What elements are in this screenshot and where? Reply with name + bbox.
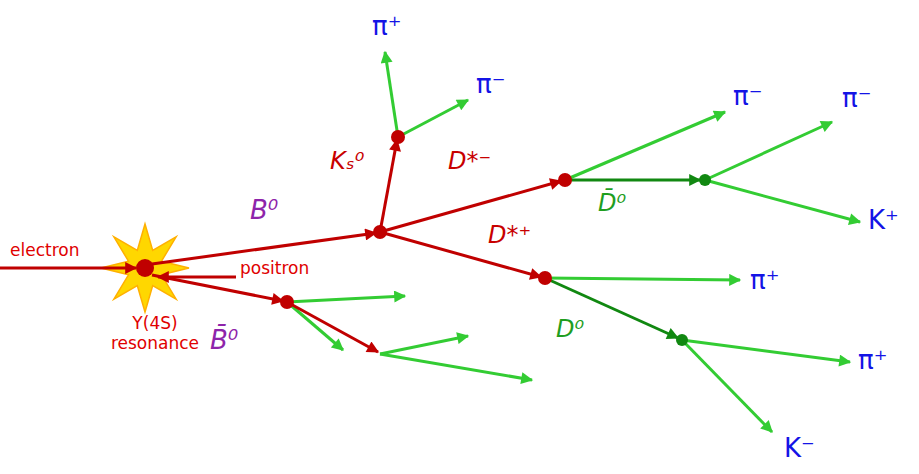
particle-label: B⁰ [250, 196, 278, 226]
pion-track [705, 122, 832, 180]
beam-label: positron [240, 259, 309, 279]
kaon-track [705, 180, 860, 222]
pion-track [545, 278, 740, 280]
particle-label: D̄⁰ [598, 190, 626, 218]
bbar-track [152, 275, 283, 301]
pion-track [287, 302, 343, 350]
collision-point [136, 259, 154, 277]
particle-label: B̄⁰ [210, 326, 238, 356]
electron-beam [0, 267, 136, 270]
particle-label: π⁺ [372, 12, 401, 42]
particle-label: π⁻ [476, 70, 505, 100]
pion-track [398, 100, 468, 137]
pion-track [380, 336, 468, 354]
pion-track [682, 340, 850, 362]
particle-label: D*⁺ [488, 222, 531, 250]
decay-vertex [676, 334, 688, 346]
particle-label: K⁻ [784, 434, 815, 464]
resonance-label: Υ(4S) resonance [100, 314, 210, 353]
particle-label: π⁺ [750, 266, 779, 296]
kaon-track [682, 340, 772, 432]
particle-label: π⁺ [858, 346, 887, 376]
pion-track [287, 296, 405, 302]
dbar-track [565, 179, 700, 182]
particle-label: π⁻ [733, 82, 762, 112]
decay-vertex [538, 271, 552, 285]
decay-vertex [280, 295, 294, 309]
ks-track [380, 140, 397, 232]
decay-vertex [391, 130, 405, 144]
particle-label: D⁰ [556, 316, 584, 344]
pion-track [380, 354, 532, 380]
dstar-minus-track [380, 181, 561, 232]
decay-vertex [558, 173, 572, 187]
particle-label: π⁻ [842, 84, 871, 114]
decay-vertex [373, 225, 387, 239]
beam-label: electron [10, 241, 79, 261]
pion-track [565, 112, 725, 180]
meson-track [287, 302, 378, 352]
decay-vertex [699, 174, 711, 186]
particle-label: D*⁻ [448, 148, 491, 176]
particle-label: K⁺ [868, 206, 899, 236]
pion-track [385, 52, 398, 137]
particle-label: Kₛ⁰ [330, 148, 364, 176]
